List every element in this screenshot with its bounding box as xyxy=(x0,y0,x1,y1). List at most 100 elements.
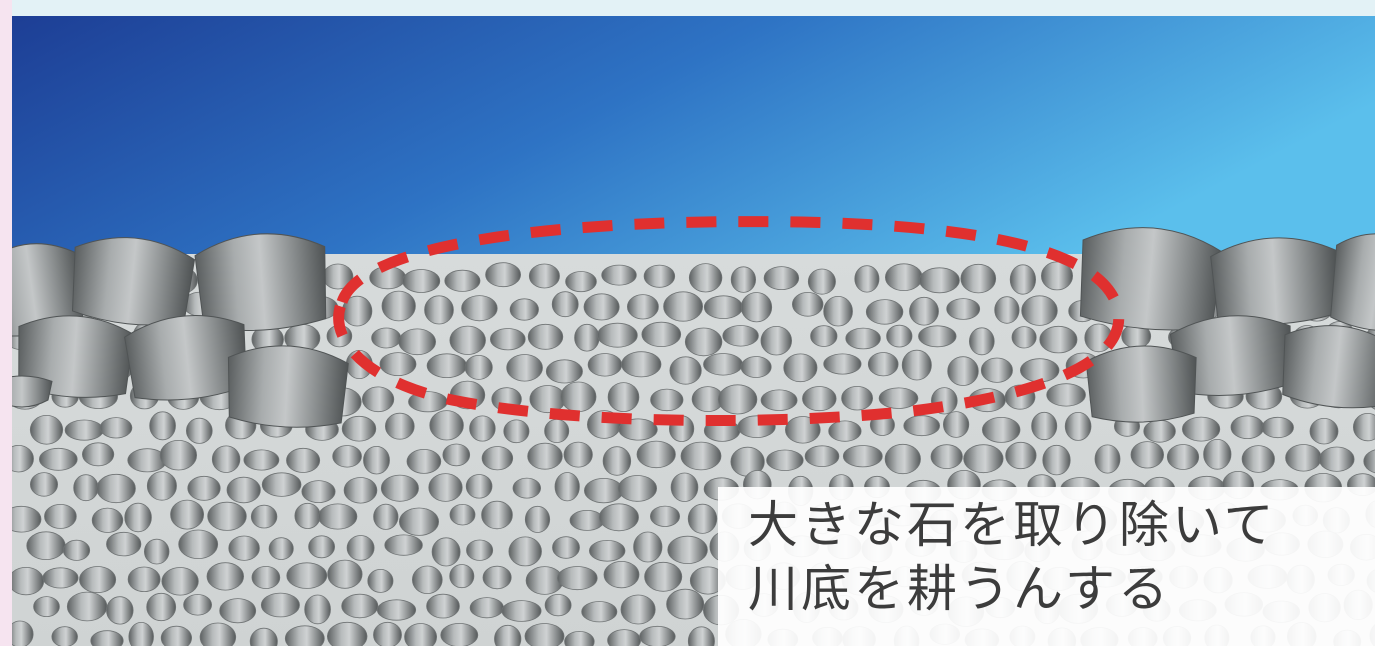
gravel-stone xyxy=(878,387,919,409)
gravel-stone xyxy=(160,625,192,646)
gravel-stone xyxy=(527,323,564,350)
gravel-stone xyxy=(1019,358,1060,383)
gravel-stone xyxy=(211,445,241,473)
gravel-stone xyxy=(1309,418,1339,445)
gravel-stone xyxy=(146,471,177,501)
gravel-stone xyxy=(367,569,394,593)
gravel-stone xyxy=(461,295,498,322)
gravel-stone xyxy=(545,359,583,384)
gravel-stone xyxy=(688,263,723,293)
gravel-stone xyxy=(304,594,331,625)
gravel-stone xyxy=(1039,325,1078,354)
gravel-stone xyxy=(565,271,597,293)
gravel-stone xyxy=(376,599,417,621)
boulder xyxy=(1282,325,1375,409)
boulder-cluster xyxy=(12,227,1375,428)
gravel-stone xyxy=(968,327,995,356)
gravel-stone xyxy=(947,356,979,386)
gravel-stone xyxy=(703,295,743,320)
gravel-stone xyxy=(1042,444,1071,476)
gravel-stone xyxy=(178,529,219,560)
gravel-stone xyxy=(942,411,970,438)
gravel-stone xyxy=(341,593,379,619)
gravel-stone xyxy=(346,535,375,561)
gravel-stone xyxy=(260,592,300,618)
left-border-strip xyxy=(0,0,12,646)
boulder xyxy=(71,237,196,326)
gravel-stone xyxy=(66,591,108,622)
gravel-stone xyxy=(1041,261,1074,291)
gravel-stone xyxy=(183,594,213,616)
gravel-stone xyxy=(901,349,932,381)
gravel-stone xyxy=(228,535,260,561)
gravel-stone xyxy=(12,505,42,533)
gravel-stone xyxy=(643,264,676,288)
gravel-stone xyxy=(865,299,904,325)
gravel-stone xyxy=(29,414,64,445)
top-border-strip xyxy=(0,0,1375,16)
gravel-stone xyxy=(527,442,563,470)
gravel-stone xyxy=(426,353,467,379)
gravel-stone xyxy=(384,534,423,556)
gravel-stone xyxy=(884,263,923,292)
gravel-stone xyxy=(807,268,836,295)
gravel-stone xyxy=(556,566,598,591)
gravel-stone xyxy=(804,445,840,468)
gravel-stone xyxy=(371,327,402,349)
gravel-stone xyxy=(12,445,34,473)
caption-line-2: 川底を耕うんする xyxy=(748,560,1171,618)
gravel-stone xyxy=(12,620,34,646)
gravel-stone xyxy=(226,476,261,504)
gravel-stone xyxy=(90,630,124,646)
gravel-stone xyxy=(143,538,170,565)
gravel-stone xyxy=(343,477,378,504)
gravel-stone xyxy=(481,446,514,471)
gravel-stone xyxy=(482,565,512,590)
gravel-stone xyxy=(587,353,623,377)
gravel-stone xyxy=(792,291,824,317)
gravel-stone xyxy=(617,475,658,502)
gravel-stone xyxy=(398,328,437,356)
gravel-stone xyxy=(560,381,597,413)
gravel-stone xyxy=(589,539,626,562)
gravel-stone xyxy=(1203,438,1232,470)
gravel-stone xyxy=(909,296,939,326)
water-layer xyxy=(12,16,1375,266)
gravel-stone xyxy=(318,503,358,530)
boulder xyxy=(12,375,53,408)
gravel-stone xyxy=(373,503,399,530)
gravel-stone xyxy=(867,352,899,377)
gravel-stone xyxy=(159,440,197,471)
gravel-stone xyxy=(381,290,416,322)
gravel-stone xyxy=(442,443,471,467)
gravel-stone xyxy=(650,505,681,527)
gravel-stone xyxy=(38,447,78,471)
gravel-stone xyxy=(429,410,464,441)
dashed-red-ellipse xyxy=(333,216,1125,427)
gravel-stone xyxy=(219,598,257,624)
gravel-stone xyxy=(444,269,481,292)
gravel-stone xyxy=(170,499,205,530)
gravel-stone xyxy=(261,472,302,497)
gravel-stone xyxy=(449,325,486,355)
gravel-stone xyxy=(680,441,722,471)
gravel-stone xyxy=(639,625,676,646)
gravel-stone xyxy=(670,472,699,503)
gravel-stone xyxy=(620,594,656,625)
gravel-stone xyxy=(249,627,278,646)
gravel-stone xyxy=(1011,326,1037,349)
gravel-stone xyxy=(669,356,702,385)
gravel-stone xyxy=(602,446,632,476)
gravel-stone xyxy=(1031,411,1058,441)
gravel-stone xyxy=(449,504,476,526)
gravel-stone xyxy=(574,323,600,352)
gravel-stone xyxy=(426,593,460,619)
gravel-stone xyxy=(644,561,683,592)
gravel-stone xyxy=(1230,415,1265,440)
gravel-stone xyxy=(82,442,115,467)
gravel-stone xyxy=(99,417,133,439)
gravel-stone xyxy=(404,623,437,646)
gravel-stone xyxy=(1005,441,1037,470)
gravel-stone xyxy=(207,501,247,531)
gravel-stone xyxy=(96,473,136,504)
